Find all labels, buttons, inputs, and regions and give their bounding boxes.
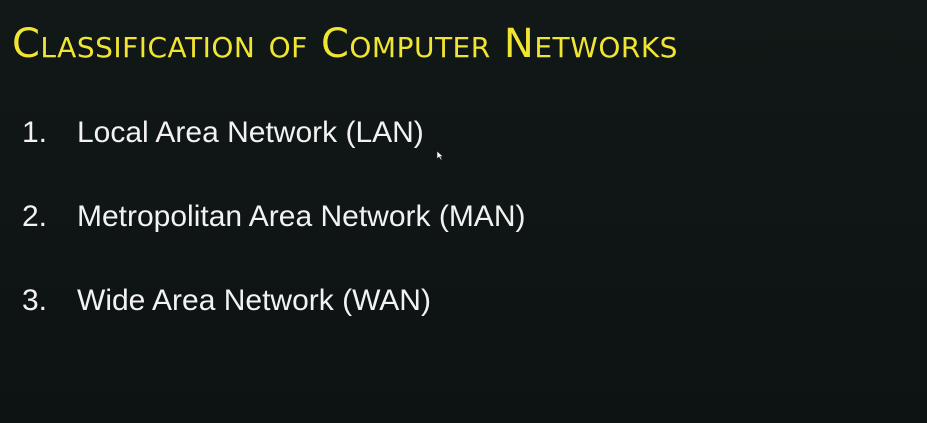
slide-title: Classification of Computer Networks [12, 21, 678, 67]
list-item-number: 1. [22, 116, 48, 149]
list-item-number: 3. [22, 284, 48, 317]
list-item: 3. Wide Area Network (WAN) [22, 280, 525, 322]
list-item: 2. Metropolitan Area Network (MAN) [22, 196, 525, 238]
list-item-label: Local Area Network (LAN) [77, 116, 424, 149]
list-item-number: 2. [22, 200, 48, 233]
list-item: 1. Local Area Network (LAN) [22, 112, 525, 154]
list-item-label: Wide Area Network (WAN) [77, 284, 431, 317]
list-item-label: Metropolitan Area Network (MAN) [77, 200, 526, 233]
mouse-pointer-icon [436, 150, 444, 161]
network-type-list: 1. Local Area Network (LAN) 2. Metropoli… [22, 112, 525, 364]
